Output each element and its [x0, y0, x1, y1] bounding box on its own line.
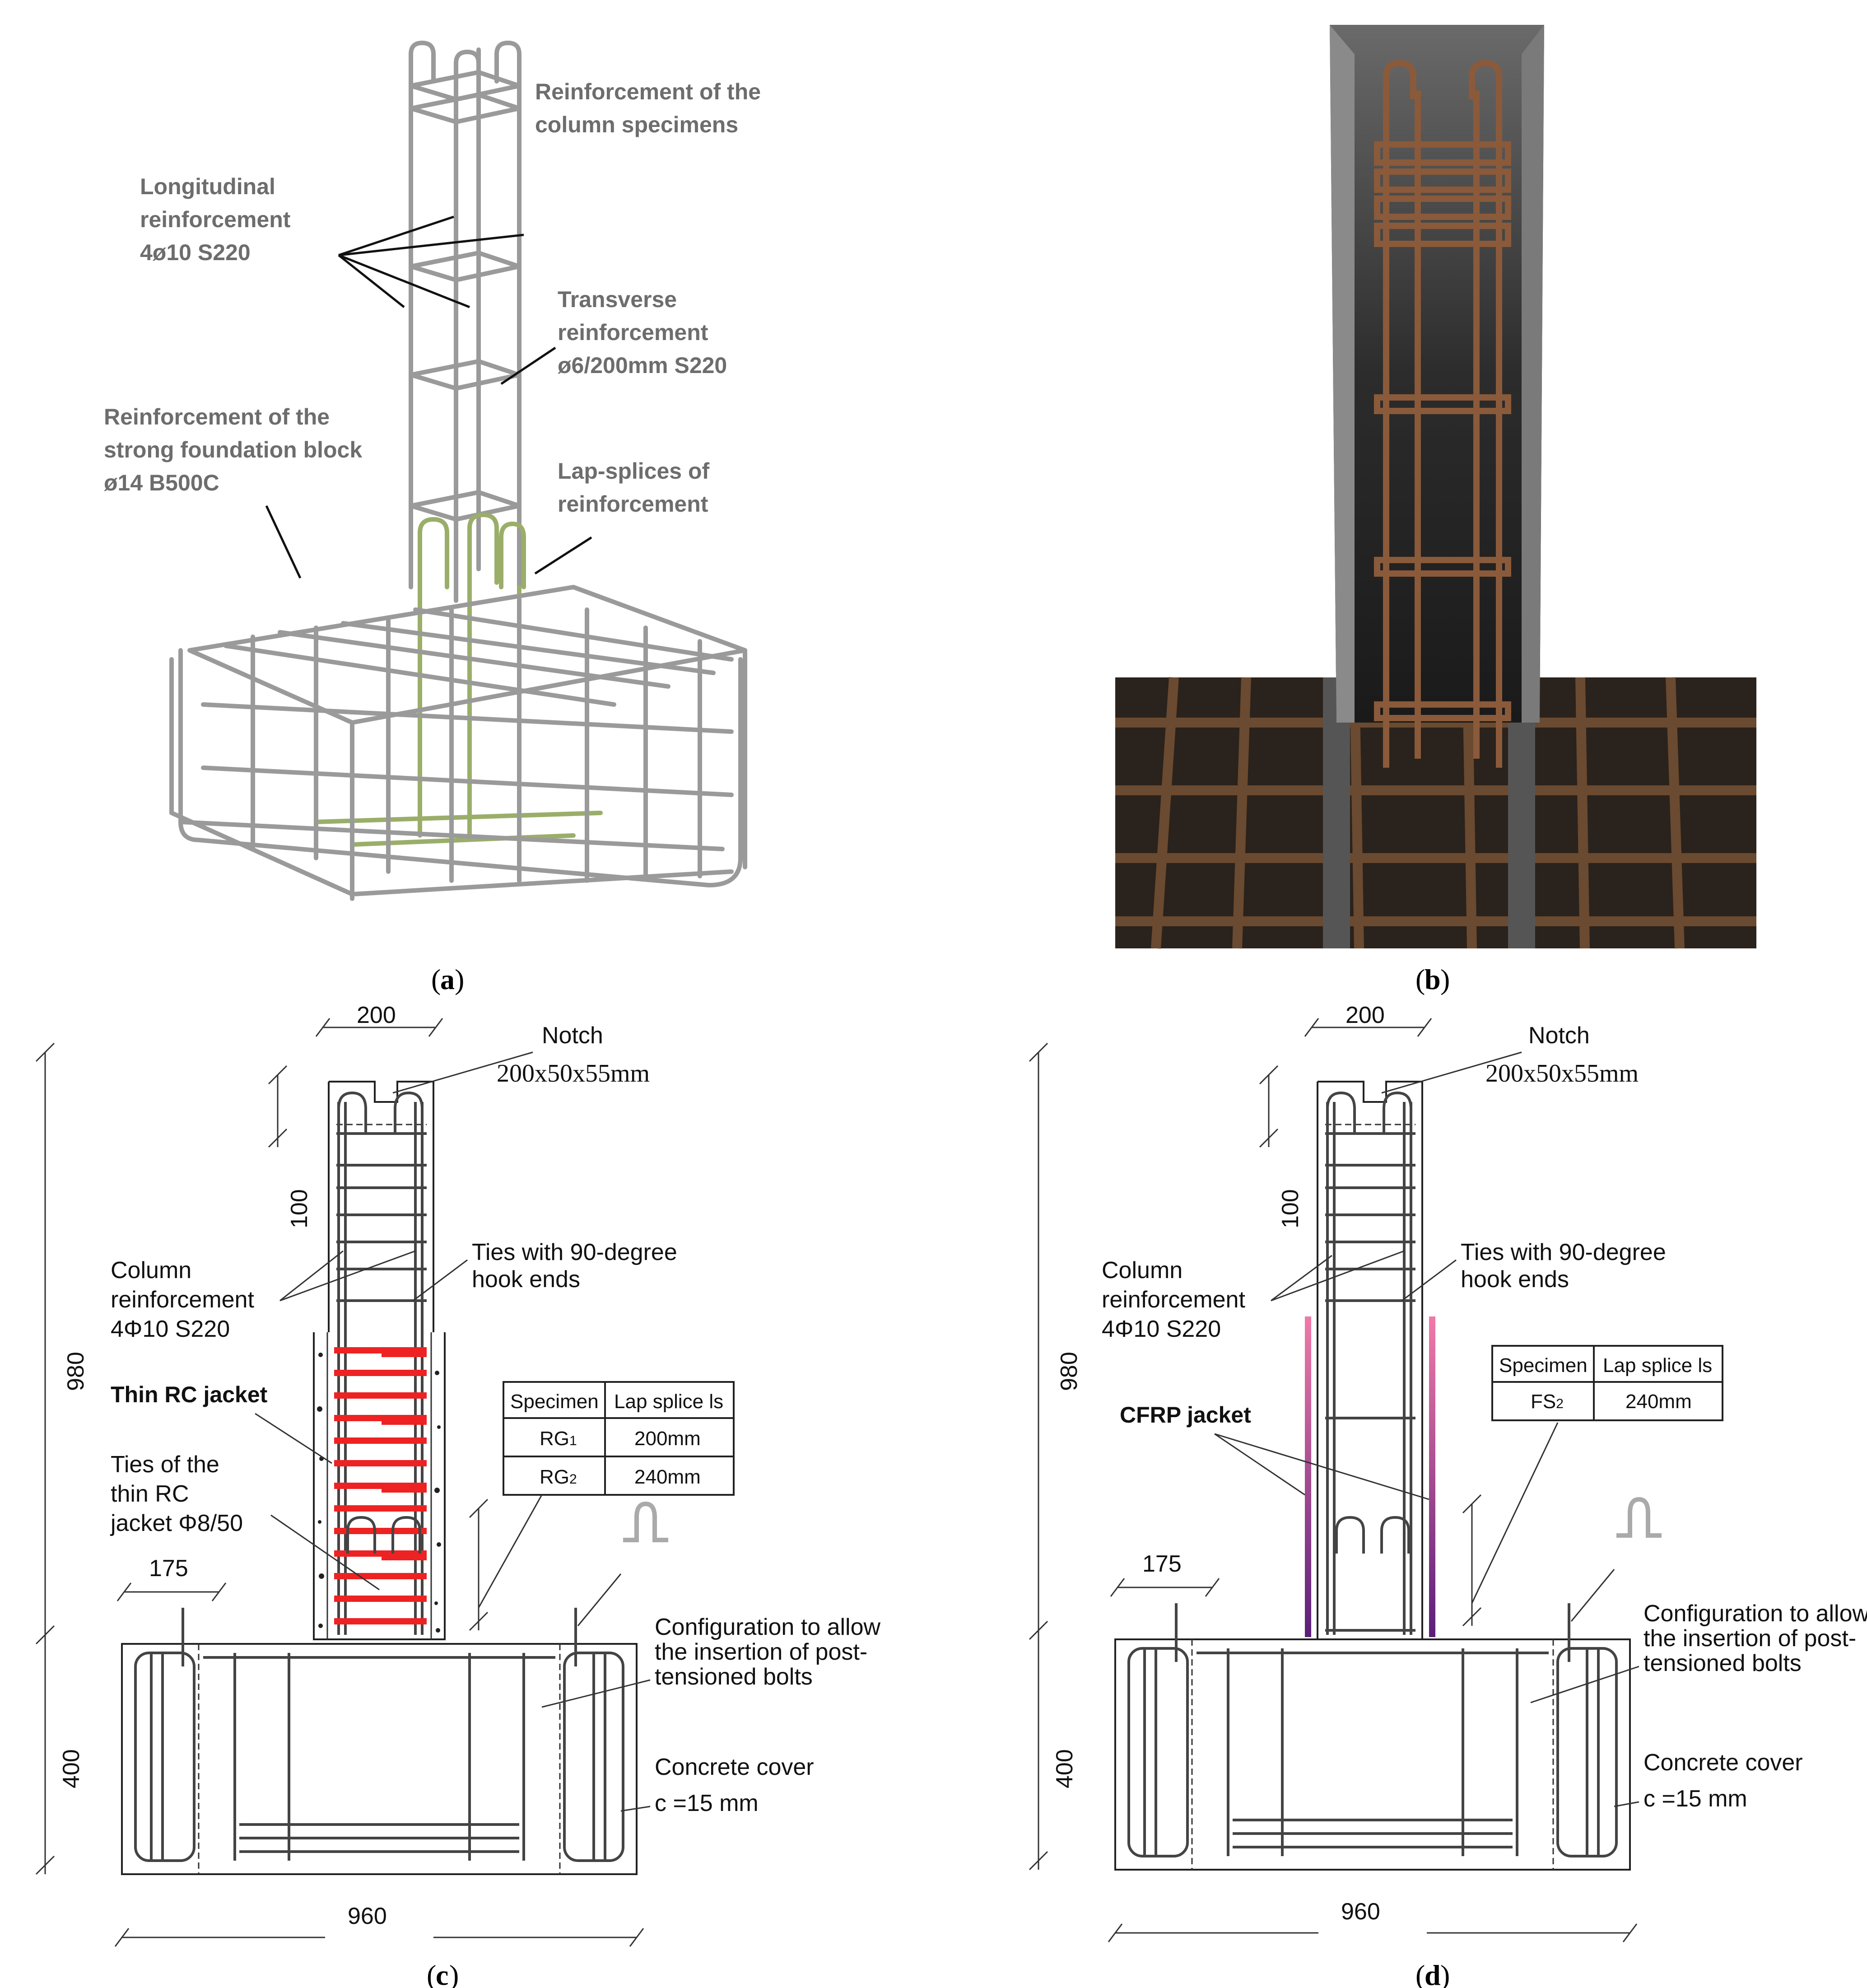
label-lap-splices-1: Lap-splices of — [558, 458, 710, 484]
label-d-config-3: tensioned bolts — [1644, 1650, 1802, 1676]
label-d-cover-2: c =15 mm — [1644, 1786, 1747, 1812]
caption-a: a — [440, 963, 455, 995]
label-c-notch-1: Notch — [542, 1022, 603, 1049]
table-c-row1-lap: 200mm — [634, 1428, 701, 1450]
dim-c-200: 200 — [357, 1002, 396, 1028]
rc-jacket — [313, 1332, 446, 1640]
table-d-header-specimen: Specimen — [1499, 1354, 1588, 1377]
label-transverse-2: reinforcement — [558, 320, 708, 345]
arrows-longitudinal — [338, 215, 524, 308]
table-d-row1-specimen: FS2 — [1531, 1391, 1564, 1413]
table-c: Specimen Lap splice ls RG1 200mm RG2 240… — [503, 1381, 735, 1496]
caption-c-close: ) — [449, 1959, 459, 1988]
label-d-config-1: Configuration to allow — [1644, 1601, 1867, 1627]
caption-c-open: ( — [427, 1959, 436, 1988]
caption-c: c — [436, 1959, 448, 1988]
label-c-config-1: Configuration to allow — [655, 1614, 881, 1640]
label-d-ties-1: Ties with 90-degree — [1461, 1239, 1666, 1265]
label-c-column-2: reinforcement — [111, 1287, 254, 1313]
dim-d-980: 980 — [1056, 1352, 1082, 1391]
label-c-column-3: 4Φ10 S220 — [111, 1316, 230, 1342]
label-c-config-3: tensioned bolts — [655, 1664, 813, 1690]
table-c-row1-specimen: RG1 — [540, 1428, 577, 1450]
dim-c-400: 400 — [58, 1749, 84, 1788]
label-c-ties-2: hook ends — [472, 1266, 580, 1293]
dim-d-100: 100 — [1277, 1189, 1304, 1228]
arrow-lap-splices — [534, 536, 592, 575]
table-c-header-lap: Lap splice ls — [614, 1391, 723, 1413]
label-d-notch-2: 200x50x55mm — [1485, 1059, 1639, 1087]
label-column-reinf-2: column specimens — [535, 112, 738, 137]
label-c-cover-1: Concrete cover — [655, 1754, 814, 1780]
label-d-ties-2: hook ends — [1461, 1266, 1569, 1293]
cfrp-strip-left — [1305, 1316, 1311, 1637]
caption-d-open: ( — [1415, 1959, 1425, 1988]
panel-a: Reinforcement of the column specimens Lo… — [104, 41, 761, 995]
label-foundation-2: strong foundation block — [104, 437, 362, 462]
arrow-foundation — [265, 505, 302, 579]
label-c-column-1: Column — [111, 1257, 191, 1283]
caption-d-close: ) — [1440, 1959, 1450, 1988]
label-c-jacket-ties-3: jacket Φ8/50 — [110, 1510, 243, 1536]
label-c-config-2: the insertion of post- — [655, 1639, 867, 1665]
dim-c-100: 100 — [286, 1189, 312, 1228]
cfrp-strip-right — [1429, 1316, 1435, 1637]
dim-d-400: 400 — [1052, 1749, 1078, 1788]
label-c-jacket: Thin RC jacket — [111, 1382, 268, 1407]
dim-d-175: 175 — [1142, 1551, 1182, 1577]
dim-c-960: 960 — [348, 1903, 387, 1929]
panel-d: 980 400 200 100 — [1029, 1002, 1867, 1988]
table-c-row2-lap: 240mm — [634, 1466, 701, 1488]
label-c-cover-2: c =15 mm — [655, 1790, 759, 1816]
label-transverse-3: ø6/200mm S220 — [558, 353, 727, 378]
label-transverse-1: Transverse — [558, 287, 677, 312]
label-d-column-3: 4Φ10 S220 — [1102, 1316, 1221, 1342]
label-d-column-1: Column — [1102, 1257, 1183, 1283]
label-lap-splices-2: reinforcement — [558, 491, 708, 517]
caption-d: d — [1425, 1959, 1441, 1988]
label-longitudinal-1: Longitudinal — [140, 174, 275, 199]
caption-a-close: ) — [455, 963, 464, 995]
label-foundation-1: Reinforcement of the — [104, 404, 330, 429]
caption-b: b — [1425, 963, 1441, 995]
label-longitudinal-2: reinforcement — [140, 207, 291, 232]
dim-c-175: 175 — [149, 1555, 188, 1582]
table-d: Specimen Lap splice ls FS2 240mm — [1491, 1345, 1723, 1421]
table-c-header-specimen: Specimen — [510, 1391, 599, 1413]
caption-b-close: ) — [1440, 963, 1450, 995]
foundation-cage — [169, 585, 747, 901]
label-d-column-2: reinforcement — [1102, 1287, 1245, 1313]
label-d-config-2: the insertion of post- — [1644, 1625, 1856, 1652]
dim-c-980: 980 — [63, 1352, 89, 1391]
table-c-row2-specimen: RG2 — [540, 1466, 577, 1488]
label-column-reinf-1: Reinforcement of the — [535, 79, 761, 104]
label-longitudinal-3: 4ø10 S220 — [140, 240, 251, 265]
panel-b-photo: ( b ) — [1115, 25, 1756, 995]
dim-d-960: 960 — [1341, 1899, 1380, 1925]
label-foundation-3: ø14 B500C — [104, 470, 219, 495]
label-d-cover-1: Concrete cover — [1644, 1750, 1803, 1776]
label-c-notch-2: 200x50x55mm — [497, 1059, 650, 1087]
caption-a-open: ( — [431, 963, 441, 995]
table-d-header-lap: Lap splice ls — [1603, 1354, 1712, 1377]
label-c-jacket-ties-2: thin RC — [111, 1481, 189, 1507]
label-d-notch-1: Notch — [1528, 1022, 1590, 1049]
arrow-transverse — [500, 346, 556, 385]
table-d-row1-lap: 240mm — [1625, 1391, 1692, 1413]
label-d-jacket: CFRP jacket — [1120, 1402, 1251, 1428]
label-c-jacket-ties-1: Ties of the — [111, 1451, 219, 1478]
panel-c: 980 400 200 100 — [35, 1002, 881, 1988]
caption-b-open: ( — [1415, 963, 1425, 995]
dim-d-200: 200 — [1346, 1002, 1385, 1028]
label-c-ties-1: Ties with 90-degree — [472, 1239, 677, 1265]
